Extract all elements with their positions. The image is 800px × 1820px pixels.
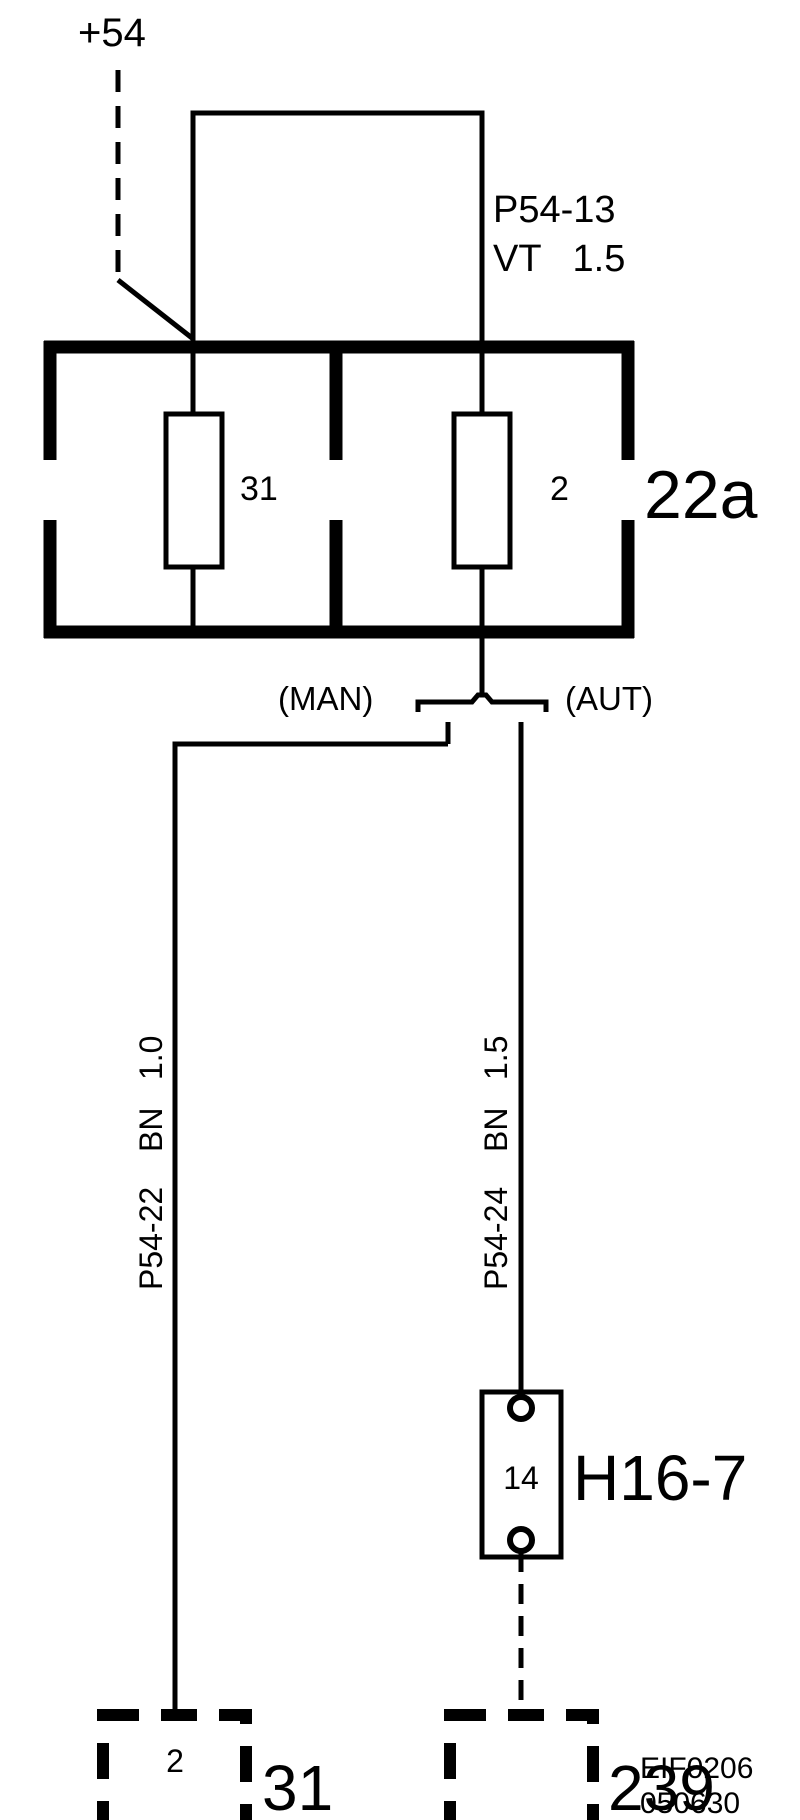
fuse-31-body [163,411,225,570]
connector-h16-7: 14 [479,1389,564,1560]
component-239-label: 239 [608,1752,715,1820]
fuse-box-label: 22a [644,457,758,533]
connector-bottom-terminal [507,1526,535,1554]
fuse-31-label: 31 [240,470,278,508]
fuse-box: 31 2 [43,340,635,639]
component-239-box [444,1709,599,1820]
aut-label: (AUT) [565,680,653,717]
connector-label: H16-7 [573,1442,747,1514]
wire-p54-22-code: P54-22 [133,1187,169,1290]
component-31: 2 [97,1709,252,1820]
component-31-box [97,1709,252,1820]
top-loop-wire [190,110,485,347]
wire-p54-22-color: BN [133,1108,169,1152]
wire-p54-22-label: P54-22 BN 1.0 [133,1036,169,1290]
wire-p54-22-size: 1.0 [133,1036,169,1080]
connector-top-terminal [507,1394,535,1422]
man-wire [172,741,448,1710]
fuse-2-label: 2 [550,470,569,508]
wire-p54-24-color: BN [478,1108,514,1152]
man-aut-switch: (MAN) (AUT) [172,632,653,1710]
component-31-pin: 2 [166,1743,184,1779]
component-239 [444,1709,599,1820]
feed-wire-code: P54-13 [493,189,616,231]
man-label: (MAN) [278,680,373,717]
supply-wire-diagonal [116,278,194,340]
fuse-2-body [451,411,513,570]
connector-pin: 14 [503,1460,539,1496]
supply-label: +54 [78,11,146,55]
component-31-label: 31 [262,1752,333,1820]
switch-contact-bar [415,692,549,712]
wire-p54-24-code: P54-24 [478,1187,514,1290]
reference-line-2: 050630 [640,1787,740,1820]
wire-p54-24-label: P54-24 BN 1.5 [478,1036,514,1290]
reference-line-1: EIF0206 [640,1752,753,1785]
feed-wire-spec: VT 1.5 [493,238,625,280]
wire-p54-24-size: 1.5 [478,1036,514,1080]
